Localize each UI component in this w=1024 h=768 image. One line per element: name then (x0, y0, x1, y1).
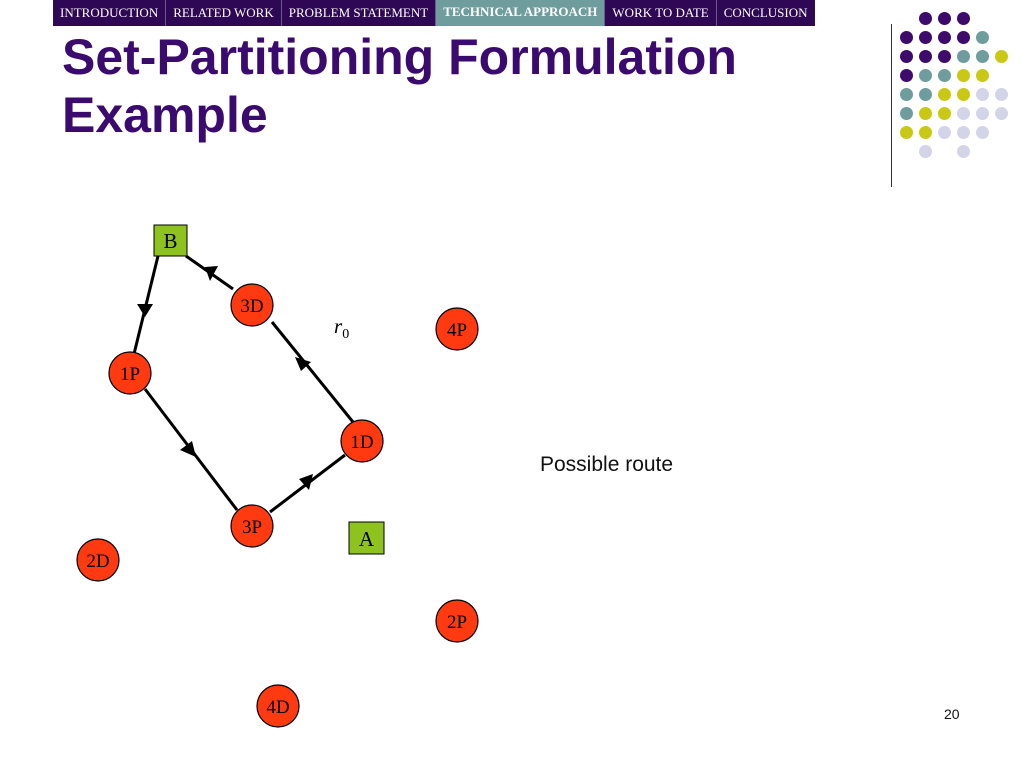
node-2p-circle (435, 599, 479, 643)
decorative-dot (995, 107, 1008, 120)
node-4p-label: 4P (447, 320, 467, 341)
depot-b: B (153, 224, 188, 257)
decorative-dot (938, 88, 951, 101)
decorative-dot (919, 69, 932, 82)
tab-introduction[interactable]: INTRODUCTION (53, 0, 167, 26)
arrow-1p-3p (180, 441, 196, 457)
decorative-dot (900, 88, 913, 101)
node-1d-label: 1D (350, 432, 373, 453)
decorative-dot (957, 12, 970, 25)
decorative-dot (900, 50, 913, 63)
decorative-dot (976, 107, 989, 120)
node-4d: 4D (256, 684, 300, 728)
decorative-dot (995, 50, 1008, 63)
decorative-dot (976, 88, 989, 101)
node-2d: 2D (76, 538, 120, 582)
decorative-dot (957, 50, 970, 63)
decorative-dot (900, 107, 913, 120)
node-4d-circle (256, 684, 300, 728)
decorative-dot (900, 69, 913, 82)
depot-a-label: A (359, 527, 375, 551)
route-label: r0 (334, 314, 349, 342)
node-3d-circle (230, 283, 274, 327)
decorative-dot (938, 126, 951, 139)
depot-a-box (348, 521, 385, 555)
node-2d-circle (76, 538, 120, 582)
route-label-subscript: 0 (342, 327, 349, 342)
node-4d-label: 4D (266, 697, 289, 718)
node-2d-label: 2D (86, 551, 109, 572)
decorative-dot (919, 145, 932, 158)
page-number: 20 (944, 706, 960, 722)
decorative-dot (919, 107, 932, 120)
arrow-3p-1d (299, 474, 313, 490)
node-1d: 1D (340, 419, 384, 463)
decorative-dot (919, 88, 932, 101)
title-divider (891, 24, 892, 187)
decorative-dot (957, 107, 970, 120)
tab-technical-approach[interactable]: TECHNICAL APPROACH (436, 0, 606, 26)
decorative-dot (976, 69, 989, 82)
decorative-dot (976, 50, 989, 63)
decorative-dot (938, 31, 951, 44)
node-1p-circle (108, 351, 152, 395)
arrow-3d-b (205, 266, 218, 281)
decorative-dot (957, 145, 970, 158)
tab-conclusion[interactable]: CONCLUSION (723, 5, 808, 20)
slide-title-line-2: Example (62, 87, 268, 143)
section-nav: INTRODUCTION RELATED WORK PROBLEM STATEM… (53, 0, 815, 26)
decorative-dot (957, 88, 970, 101)
node-1p: 1P (108, 351, 152, 395)
node-2p: 2P (435, 599, 479, 643)
decorative-dot (938, 107, 951, 120)
node-1p-label: 1P (120, 364, 140, 385)
node-3p-circle (230, 504, 274, 548)
route-arrows (137, 266, 313, 490)
slide-title: Set-Partitioning Formulation Example (62, 28, 862, 144)
node-2p-label: 2P (447, 612, 467, 633)
node-3d-label: 3D (240, 296, 263, 317)
decorative-dot (938, 50, 951, 63)
depot-b-box (153, 224, 188, 257)
tab-work-to-date[interactable]: WORK TO DATE (605, 0, 717, 26)
depot-b-label: B (163, 229, 177, 253)
decorative-dot (995, 88, 1008, 101)
decorative-dot (900, 31, 913, 44)
depot-a: A (348, 521, 385, 555)
route-label-base: r (334, 314, 343, 338)
decorative-dot (976, 31, 989, 44)
decorative-dot (938, 69, 951, 82)
decorative-dot (919, 126, 932, 139)
node-1d-circle (340, 419, 384, 463)
node-4p-circle (435, 307, 479, 351)
decorative-dot (919, 31, 932, 44)
decorative-dot (957, 126, 970, 139)
tab-problem-statement[interactable]: PROBLEM STATEMENT (282, 0, 437, 26)
decorative-dot (938, 12, 951, 25)
node-4p: 4P (435, 307, 479, 351)
decorative-dot (976, 126, 989, 139)
decorative-dot (957, 31, 970, 44)
node-3d: 3D (230, 283, 274, 327)
slide-title-line-1: Set-Partitioning Formulation (62, 29, 737, 85)
node-3p-label: 3P (242, 517, 262, 538)
edge-1d-3d (270, 321, 355, 423)
decorative-dot (957, 69, 970, 82)
arrow-b-1p (137, 304, 153, 317)
tab-related-work[interactable]: RELATED WORK (166, 0, 282, 26)
arrow-1d-3d (295, 357, 311, 371)
decorative-dot (919, 50, 932, 63)
decorative-dot (919, 12, 932, 25)
node-3p: 3P (230, 504, 274, 548)
route-caption: Possible route (540, 453, 674, 476)
decorative-dot (900, 126, 913, 139)
